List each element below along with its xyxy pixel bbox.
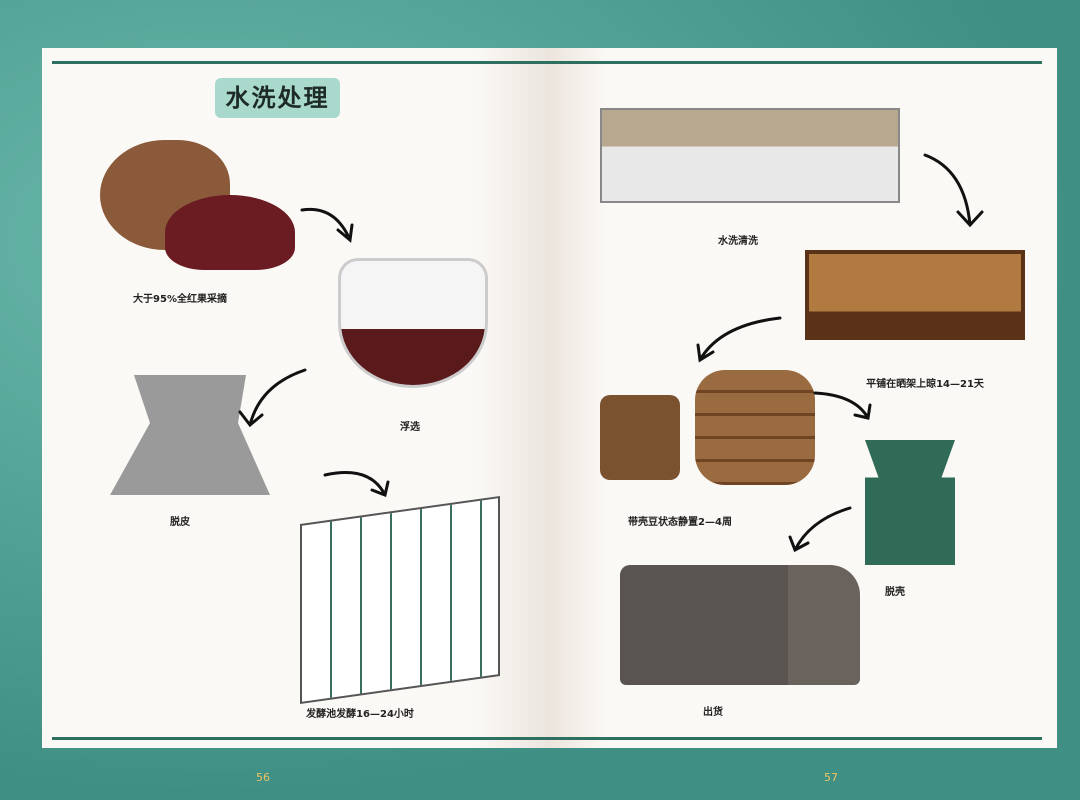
step-label: 出货 xyxy=(703,707,723,718)
huller-machine-illustration xyxy=(865,440,955,565)
washing-channel-illustration xyxy=(600,108,900,203)
step-label: 带壳豆状态静置2—4周 xyxy=(628,517,732,528)
red-cherries-illustration xyxy=(165,195,295,270)
sack-illustration xyxy=(600,395,680,480)
arrow-icon xyxy=(923,153,984,228)
arrow-icon xyxy=(696,316,782,363)
arrow-icon xyxy=(300,207,354,243)
page-title: 水洗处理 xyxy=(215,78,340,118)
bottom-rule xyxy=(52,737,1042,740)
step-label: 脱壳 xyxy=(885,587,905,598)
step-label: 发酵池发酵16—24小时 xyxy=(306,709,414,720)
arrow-icon xyxy=(238,368,307,428)
sack-stack-illustration xyxy=(695,370,815,485)
step-label: 大于95%全红果采摘 xyxy=(133,294,227,305)
arrow-icon xyxy=(788,506,852,553)
step-label: 脱皮 xyxy=(170,517,190,528)
drying-bed-illustration xyxy=(805,250,1025,340)
step-label: 水洗清洗 xyxy=(718,236,758,247)
truck-illustration xyxy=(620,565,860,685)
top-rule xyxy=(52,61,1042,64)
page-number-right: 57 xyxy=(824,771,838,784)
flotation-bowl-illustration xyxy=(338,258,488,388)
step-label: 平铺在晒架上晾14—21天 xyxy=(866,379,984,390)
arrow-icon xyxy=(323,471,390,498)
arrow-icon xyxy=(813,391,872,420)
page-number-left: 56 xyxy=(256,771,270,784)
step-label: 浮选 xyxy=(400,422,420,433)
